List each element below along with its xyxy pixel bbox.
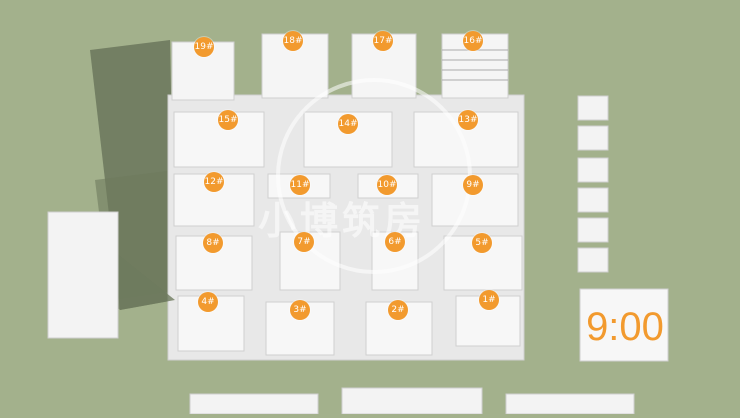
- building-label-9[interactable]: 9#: [463, 175, 483, 195]
- building-label-11[interactable]: 11#: [290, 175, 310, 195]
- right-small-blocks: [577, 95, 609, 273]
- row-5: [177, 295, 521, 356]
- clock-block: [579, 288, 669, 362]
- building-label-18[interactable]: 18#: [283, 31, 303, 51]
- building-label-1[interactable]: 1#: [479, 290, 499, 310]
- left-building: [47, 211, 119, 339]
- building-label-19[interactable]: 19#: [194, 37, 214, 57]
- time-of-day-label: 9:00: [586, 305, 664, 349]
- building-label-2[interactable]: 2#: [388, 300, 408, 320]
- building-label-17[interactable]: 17#: [373, 31, 393, 51]
- building-label-8[interactable]: 8#: [203, 233, 223, 253]
- building-label-14[interactable]: 14#: [338, 114, 358, 134]
- building-label-12[interactable]: 12#: [204, 172, 224, 192]
- row-top: [171, 33, 509, 101]
- building-label-10[interactable]: 10#: [377, 175, 397, 195]
- building-label-15[interactable]: 15#: [218, 110, 238, 130]
- building-label-3[interactable]: 3#: [290, 300, 310, 320]
- bottom-buildings: [189, 387, 635, 415]
- building-label-6[interactable]: 6#: [385, 232, 405, 252]
- building-label-16[interactable]: 16#: [463, 31, 483, 51]
- building-label-5[interactable]: 5#: [472, 233, 492, 253]
- row-2: [173, 111, 519, 168]
- building-label-13[interactable]: 13#: [458, 110, 478, 130]
- building-label-4[interactable]: 4#: [198, 292, 218, 312]
- building-label-7[interactable]: 7#: [294, 232, 314, 252]
